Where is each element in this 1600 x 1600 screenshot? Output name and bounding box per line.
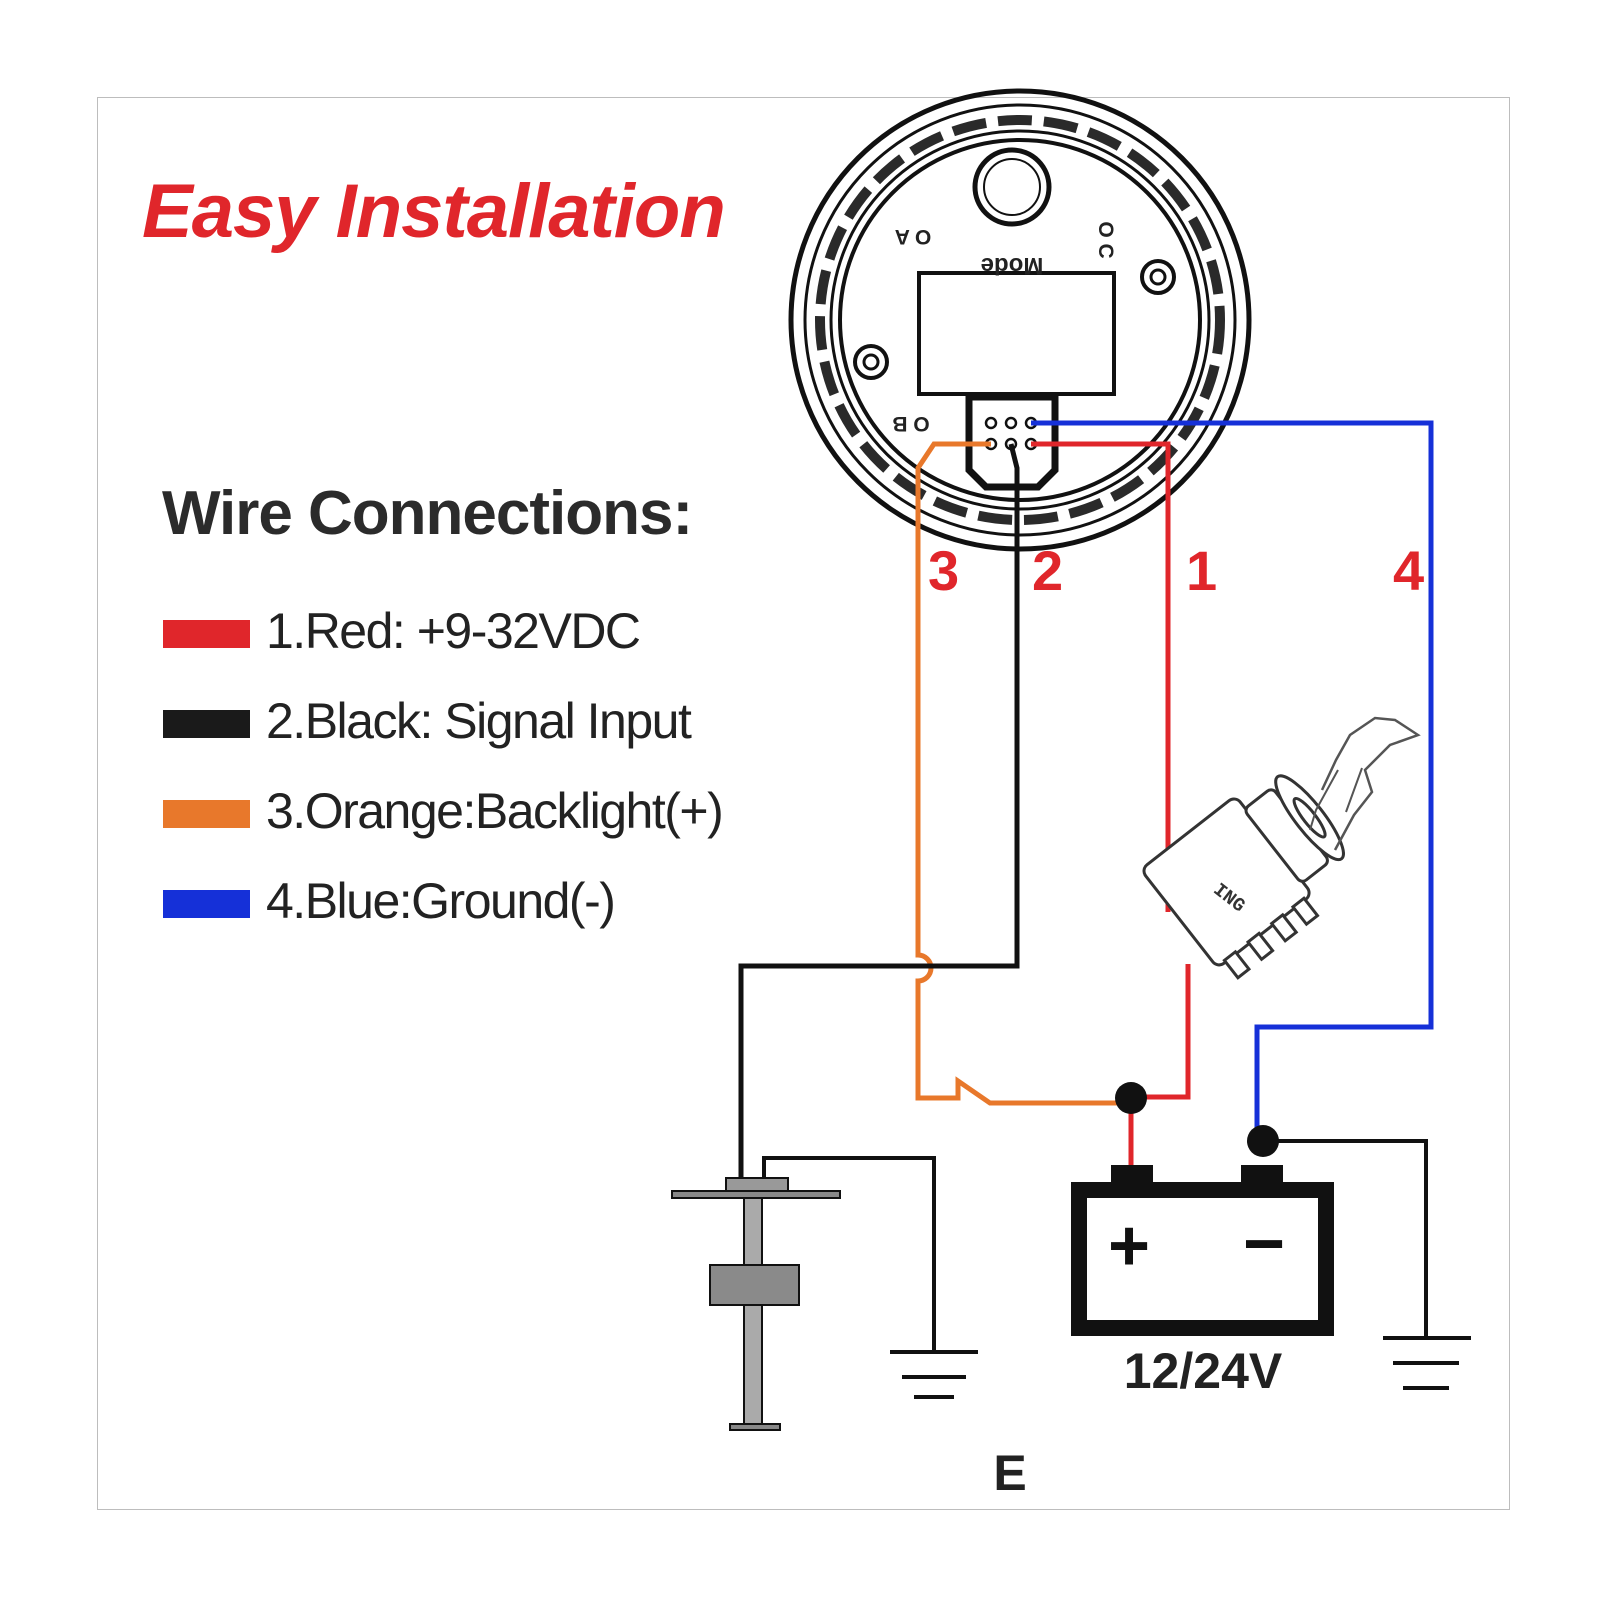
- junction-dot: [1115, 1082, 1147, 1114]
- diagram-frame: [97, 97, 1510, 1510]
- ground-symbol-icon: [1383, 1336, 1471, 1390]
- gauge-terminal-b-label: O B: [892, 412, 929, 435]
- legend-swatch-orange: [163, 800, 250, 828]
- gauge-display-window: [917, 271, 1116, 396]
- legend-label: 3.Orange:Backlight(+): [266, 783, 724, 839]
- gauge-bezel-outer: [788, 88, 1252, 552]
- mode-button-icon: [972, 147, 1052, 227]
- gauge-mode-label: Mode: [981, 252, 1044, 279]
- wire-number-4: 4: [1393, 539, 1425, 602]
- legend-swatch-red: [163, 620, 250, 648]
- gauge-rear-view: [788, 88, 1252, 552]
- wire-connector: [965, 393, 1059, 491]
- sender-ground-wire: [762, 1156, 936, 1352]
- battery-ground-wire: [1263, 1139, 1428, 1338]
- page-title: Easy Installation: [142, 169, 726, 254]
- orange-backlight-wire: [915, 441, 1131, 1106]
- battery-voltage-label: 12/24V: [1124, 1343, 1283, 1399]
- ground-symbol-icon: [890, 1350, 978, 1399]
- red-power-wire-to-battery: [1131, 964, 1191, 1100]
- blue-ground-wire: [1031, 420, 1434, 1141]
- gauge-bezel-ridges: [815, 115, 1225, 525]
- ignition-switch-icon: [1142, 716, 1421, 980]
- legend-label: 2.Black: Signal Input: [266, 693, 692, 749]
- legend-label: 1.Red: +9-32VDC: [266, 603, 641, 659]
- battery-plus-symbol: +: [1108, 1206, 1150, 1286]
- legend-swatch-black: [163, 710, 250, 738]
- gauge-back-plate: [838, 138, 1202, 502]
- legend-swatch-blue: [163, 890, 250, 918]
- legend-label: 4.Blue:Ground(-): [266, 873, 616, 929]
- screw-icon: [853, 344, 889, 380]
- sender-label: E: [993, 1445, 1026, 1501]
- wire-number-1: 1: [1186, 539, 1218, 602]
- wire-number-3: 3: [928, 539, 960, 602]
- wire-connections-heading: Wire Connections:: [162, 479, 693, 548]
- battery-icon: [1071, 1165, 1334, 1336]
- gauge-terminal-c-label: O C: [1094, 221, 1117, 258]
- wire-number-2: 2: [1032, 539, 1064, 602]
- gauge-terminal-a-label: O A: [895, 225, 932, 248]
- battery-minus-symbol: −: [1243, 1204, 1285, 1284]
- level-sender-icon: [671, 1177, 841, 1431]
- black-signal-wire: [738, 443, 1020, 1178]
- red-power-wire: [1031, 441, 1171, 912]
- screw-icon: [1140, 259, 1176, 295]
